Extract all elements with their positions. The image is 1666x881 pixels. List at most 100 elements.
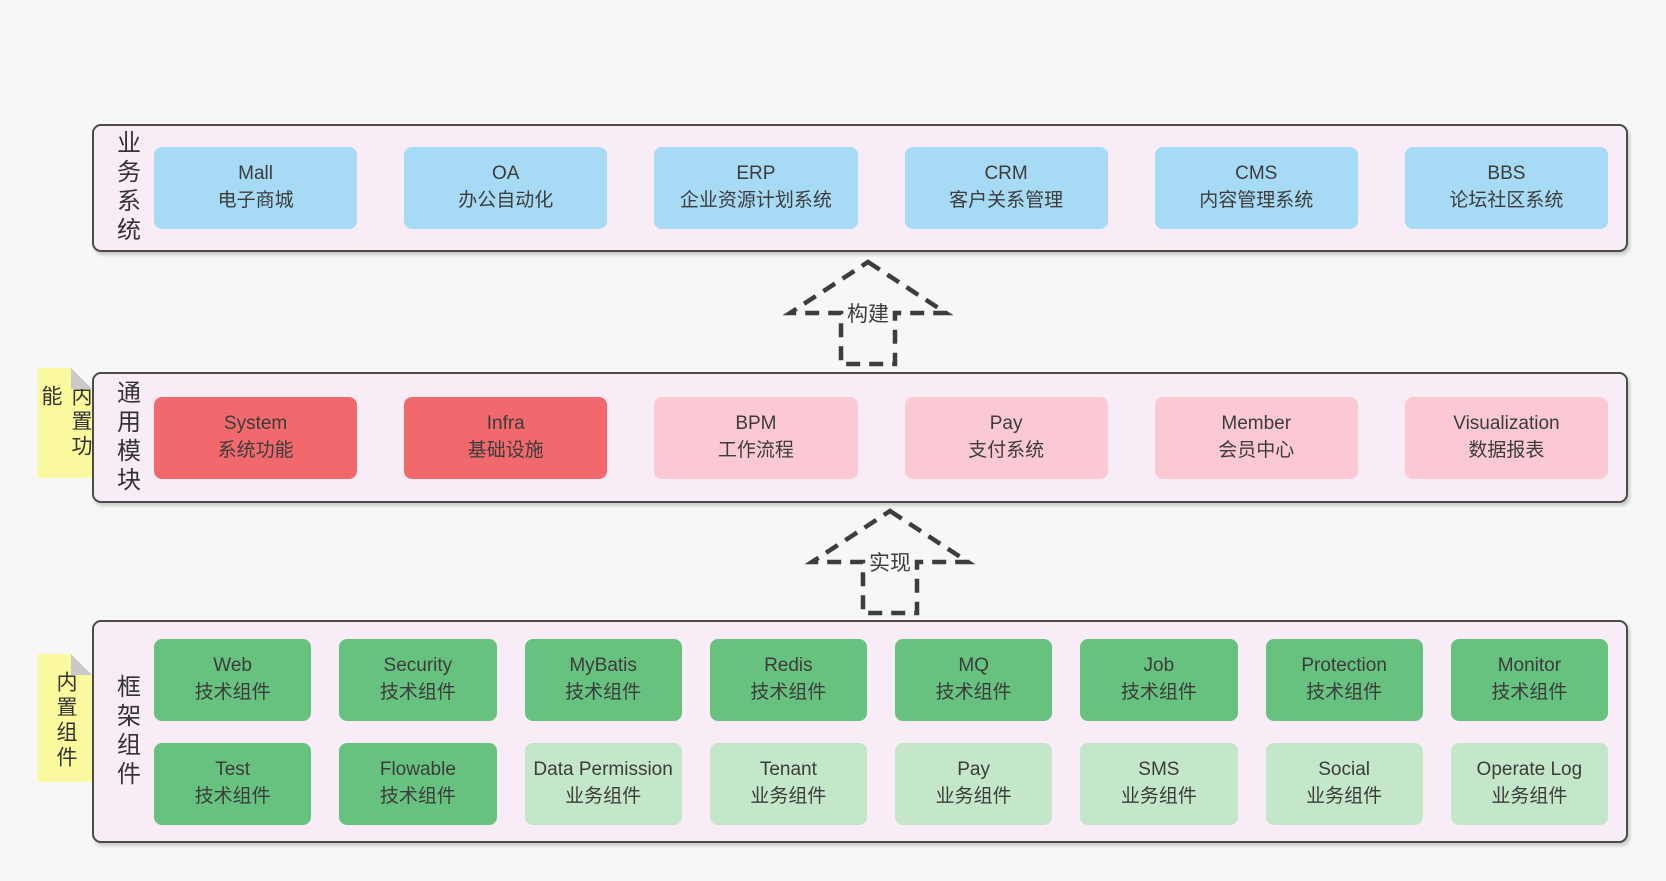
box-title: Job [1143, 654, 1175, 676]
box-subtitle: 业务组件 [1306, 785, 1383, 807]
diagram-box-monitor: Monitor 技术组件 [1450, 638, 1608, 721]
box-subtitle: 论坛社区系统 [1449, 190, 1564, 211]
diagram-box-security: Security 技术组件 [339, 638, 497, 721]
box-title: Infra [486, 412, 525, 434]
box-subtitle: 客户关系管理 [949, 190, 1064, 211]
diagram-box-operate-log: Operate Log 业务组件 [1450, 742, 1608, 825]
diagram-box-tenant: Tenant 业务组件 [709, 742, 867, 825]
diagram-box-erp: ERP 企业资源计划系统 [654, 147, 858, 229]
box-title: Operate Log [1476, 758, 1583, 780]
box-subtitle: 技术组件 [1306, 681, 1383, 703]
box-title: Protection [1301, 654, 1387, 676]
box-subtitle: 基础设施 [467, 439, 544, 461]
box-subtitle: 电子商城 [217, 190, 294, 211]
box-subtitle: 技术组件 [379, 681, 456, 703]
box-title: Test [215, 758, 251, 780]
sticky-note-text: 内置组件 [54, 671, 77, 771]
band-common-modules: 通用模块 System 系统功能 Infra 基础设施 BPM 工作流程 Pay 支付系统 Me… [92, 372, 1628, 503]
box-subtitle: 会员中心 [1218, 439, 1295, 461]
box-subtitle: 业务组件 [565, 785, 642, 807]
box-title: Data Permission [533, 758, 673, 780]
box-subtitle: 技术组件 [1120, 681, 1197, 703]
box-title: Redis [764, 654, 813, 676]
diagram-box-sms: SMS 业务组件 [1080, 742, 1238, 825]
box-title: Social [1318, 758, 1370, 780]
diagram-box-member: Member 会员中心 [1154, 396, 1358, 479]
box-title: MQ [958, 654, 989, 676]
diagram-box-data-permission: Data Permission 业务组件 [524, 742, 682, 825]
diagram-box-test: Test 技术组件 [154, 742, 312, 825]
box-subtitle: 工作流程 [717, 439, 794, 461]
implement-arrow-label: 实现 [866, 546, 914, 578]
box-title: Flowable [379, 758, 456, 780]
box-subtitle: 系统功能 [217, 439, 294, 461]
box-title: BPM [735, 412, 777, 434]
diagram-box-mall: Mall 电子商城 [154, 147, 358, 229]
diagram-box-visualization: Visualization 数据报表 [1404, 396, 1608, 479]
diagram-box-flowable: Flowable 技术组件 [339, 742, 497, 825]
diagram-box-redis: Redis 技术组件 [709, 638, 867, 721]
band-title-vertical: 通用模块 [112, 379, 140, 496]
box-subtitle: 业务组件 [1120, 785, 1197, 807]
box-title: Member [1221, 412, 1292, 434]
diagram-box-bbs: BBS 论坛社区系统 [1404, 147, 1608, 229]
diagram-box-job: Job 技术组件 [1080, 638, 1238, 721]
diagram-box-mybatis: MyBatis 技术组件 [524, 638, 682, 721]
box-title: Security [383, 654, 453, 676]
box-grid-modules: System 系统功能 Infra 基础设施 BPM 工作流程 Pay 支付系统 Member 会… [154, 396, 1608, 479]
diagram-box-infra: Infra 基础设施 [404, 396, 608, 479]
box-subtitle: 数据报表 [1468, 439, 1545, 461]
box-subtitle: 技术组件 [194, 785, 271, 807]
box-title: CRM [984, 163, 1028, 185]
build-arrow: 构建 [782, 257, 954, 369]
sticky-note-builtin-components: 内置组件 [38, 654, 92, 782]
box-subtitle: 技术组件 [1491, 681, 1568, 703]
diagram-box-pay: Pay 业务组件 [895, 742, 1053, 825]
dashed-up-arrow-icon [804, 508, 976, 616]
diagram-box-social: Social 业务组件 [1265, 742, 1423, 825]
box-subtitle: 业务组件 [935, 785, 1012, 807]
box-subtitle: 内容管理系统 [1199, 190, 1314, 211]
box-title: System [223, 412, 288, 434]
box-title: BBS [1487, 163, 1526, 185]
box-subtitle: 技术组件 [565, 681, 642, 703]
box-subtitle: 支付系统 [968, 439, 1045, 461]
box-title: SMS [1138, 758, 1180, 780]
diagram-box-crm: CRM 客户关系管理 [904, 147, 1108, 229]
box-subtitle: 技术组件 [379, 785, 456, 807]
box-title: Tenant [759, 758, 817, 780]
box-title: Visualization [1453, 412, 1560, 434]
box-subtitle: 企业资源计划系统 [679, 190, 832, 211]
box-title: Pay [989, 412, 1023, 434]
box-title: CMS [1235, 163, 1278, 185]
band-title-vertical: 业务系统 [112, 130, 140, 246]
box-title: MyBatis [569, 654, 637, 676]
sticky-note-builtin-features: 内置功能 [38, 368, 92, 478]
box-subtitle: 办公自动化 [458, 190, 554, 211]
sticky-note-text: 内置功能 [39, 385, 92, 460]
band-title-vertical: 框架组件 [112, 673, 140, 790]
diagram-box-system: System 系统功能 [154, 396, 358, 479]
build-arrow-label: 构建 [844, 297, 892, 329]
box-title: Pay [957, 758, 990, 780]
diagram-box-protection: Protection 技术组件 [1265, 638, 1423, 721]
box-title: Monitor [1497, 654, 1562, 676]
box-subtitle: 技术组件 [194, 681, 271, 703]
box-subtitle: 业务组件 [750, 785, 827, 807]
box-subtitle: 技术组件 [750, 681, 827, 703]
box-title: ERP [736, 163, 776, 185]
box-subtitle: 技术组件 [935, 681, 1012, 703]
box-title: Mall [238, 163, 273, 185]
diagram-box-pay: Pay 支付系统 [904, 396, 1108, 479]
box-subtitle: 业务组件 [1491, 785, 1568, 807]
diagram-box-cms: CMS 内容管理系统 [1154, 147, 1358, 229]
